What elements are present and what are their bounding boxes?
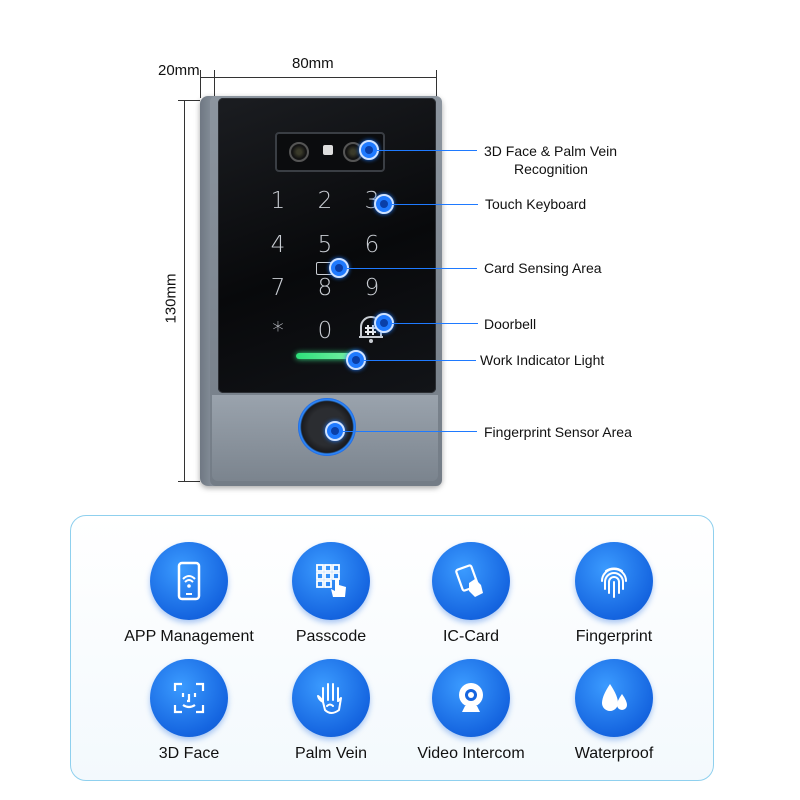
feature-icon-badge [150,659,228,737]
callout-doorbell: Doorbell [484,316,537,332]
key-8[interactable]: 8 [317,275,333,301]
callout-line [392,204,478,205]
callout-label: Recognition [514,161,588,177]
feature-app-management: APP Management [109,542,269,646]
height-dimension-label: 130mm [162,273,180,324]
callout-line [392,323,478,324]
feature-icon-badge [292,659,370,737]
dimension-tick [178,100,200,101]
depth-dimension-label: 20mm [158,62,200,79]
callout-line [343,431,477,432]
callout-marker [325,421,345,441]
callout-marker [329,258,349,278]
callout-marker [374,313,394,333]
callout-marker [346,350,366,370]
callout-marker [374,194,394,214]
card-tap-icon [455,564,483,597]
feature-label: Palm Vein [294,745,368,762]
key-9[interactable]: 9 [364,275,380,301]
key-5[interactable]: 5 [317,232,333,258]
dimension-tick [178,481,200,482]
key-star[interactable]: * [272,318,284,344]
water-drop-icon [602,684,627,711]
feature-video-intercom: Video Intercom [391,659,551,763]
fingerprint-icon [601,567,627,598]
feature-label: Passcode [295,628,367,645]
feature-label: 3D Face [158,745,220,762]
width-dimension-line [200,77,436,78]
feature-icon-badge [150,542,228,620]
key-7[interactable]: 7 [270,275,286,301]
callout-line [364,360,476,361]
callout-line [377,150,477,151]
feature-icon-badge [292,542,370,620]
work-indicator-light [296,353,358,359]
key-4[interactable]: 4 [270,232,286,258]
callout-label: 3D Face & Palm Vein [484,143,618,159]
callout-fingerprint-area: Fingerprint Sensor Area [484,424,632,440]
key-0[interactable]: 0 [317,318,333,344]
feature-icon-badge [575,659,653,737]
ir-sensor-icon [323,145,333,155]
feature-ic-card: IC-Card [391,542,551,646]
width-dimension-label: 80mm [292,55,334,72]
callout-marker [359,140,379,160]
feature-label: Waterproof [574,745,654,762]
callout-line [347,268,477,269]
feature-icon-badge [432,542,510,620]
dimension-tick [436,70,437,98]
feature-3d-face: 3D Face [109,659,269,763]
feature-label: Video Intercom [417,745,525,762]
dimension-tick [214,70,215,98]
palm-icon [317,683,342,714]
feature-palm-vein: Palm Vein [251,659,411,763]
feature-icon-badge [432,659,510,737]
feature-label: APP Management [124,628,254,645]
dimension-tick [200,70,201,98]
key-1[interactable]: 1 [270,188,286,214]
face-scan-icon [173,682,205,714]
height-dimension-line [184,100,185,482]
feature-passcode: Passcode [251,542,411,646]
callout-indicator-light: Work Indicator Light [480,352,605,368]
phone-wifi-icon [177,561,201,601]
key-6[interactable]: 6 [364,232,380,258]
feature-label: Fingerprint [575,628,653,645]
feature-label: IC-Card [442,628,499,645]
callout-touch-keyboard: Touch Keyboard [485,196,587,212]
camera-icon [459,683,483,712]
callout-face-palm: 3D Face & Palm Vein Recognition [484,142,617,178]
feature-waterproof: Waterproof [534,659,694,763]
callout-card-area: Card Sensing Area [484,260,602,276]
key-2[interactable]: 2 [317,188,333,214]
keypad-icon [316,564,346,597]
camera-lens-icon [289,142,309,162]
feature-fingerprint: Fingerprint [534,542,694,646]
feature-icon-badge [575,542,653,620]
